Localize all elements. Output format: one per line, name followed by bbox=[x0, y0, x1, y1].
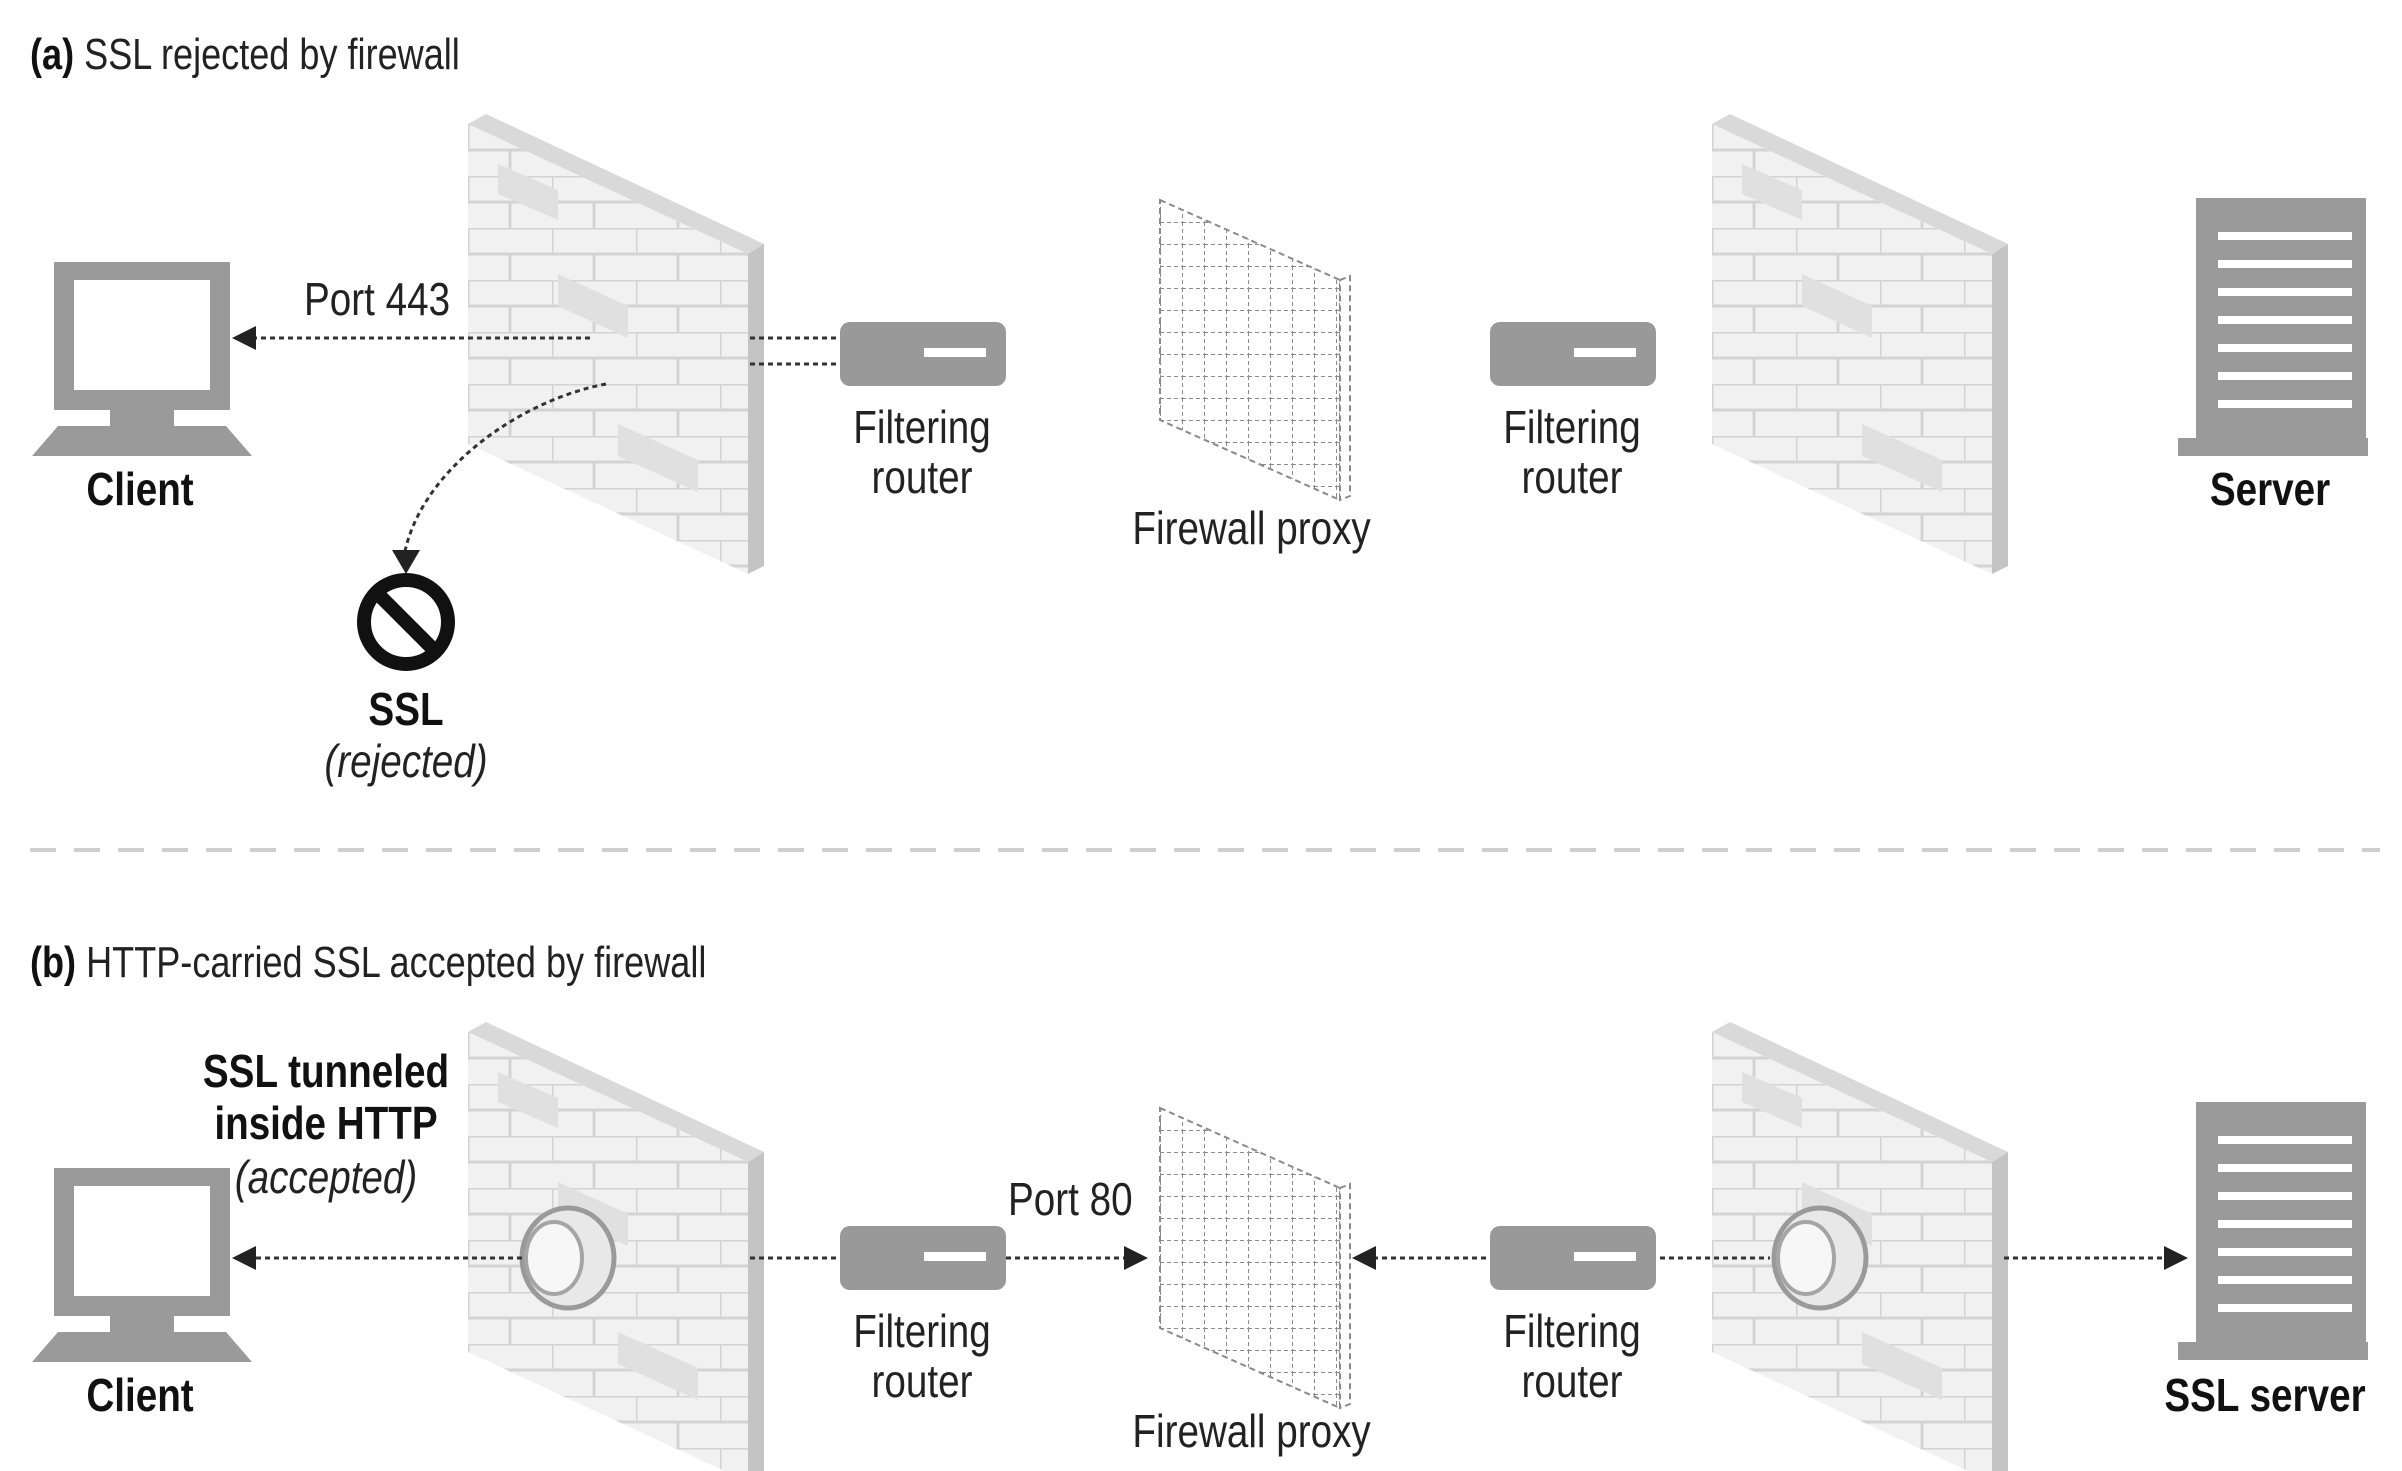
firewall-proxy-icon bbox=[1159, 199, 1351, 501]
tunnel-pipe-icon bbox=[1774, 1208, 1866, 1308]
reject-curve-line bbox=[402, 382, 607, 557]
arrowhead bbox=[1124, 1246, 1148, 1270]
client-label: Client bbox=[86, 1369, 194, 1421]
server-icon bbox=[2178, 198, 2368, 456]
ssl-server-icon bbox=[2178, 1102, 2368, 1360]
panel-a-tag: (a) bbox=[30, 30, 75, 79]
server-label: Server bbox=[2209, 463, 2331, 515]
arrowhead bbox=[232, 326, 256, 350]
client-computer-icon bbox=[32, 262, 252, 456]
filtering-router-label-right: Filtering router bbox=[1503, 401, 1641, 503]
panel-b-tag: (b) bbox=[30, 938, 77, 987]
firewall-proxy-label: Firewall proxy bbox=[1132, 502, 1371, 554]
panel-b-title: (b) HTTP-carried SSL accepted by firewal… bbox=[30, 938, 706, 988]
filtering-router-icon bbox=[1490, 322, 1656, 386]
arrowhead bbox=[1352, 1246, 1376, 1270]
arrowhead bbox=[392, 550, 420, 574]
prohibited-icon bbox=[357, 573, 455, 671]
brick-firewall-icon bbox=[1712, 114, 2008, 574]
port-443-label: Port 443 bbox=[304, 273, 451, 325]
tunnel-label-line2: inside HTTP bbox=[214, 1097, 438, 1149]
arrowhead bbox=[232, 1246, 256, 1270]
firewall-proxy-label: Firewall proxy bbox=[1132, 1405, 1371, 1457]
panel-b bbox=[32, 1022, 2368, 1471]
ssl-rejected-title: SSL bbox=[368, 683, 444, 735]
tunnel-label-sub: (accepted) bbox=[234, 1151, 418, 1203]
filtering-router-icon bbox=[840, 1226, 1006, 1290]
panel-a-title: (a) SSL rejected by firewall bbox=[30, 30, 460, 80]
arrowhead bbox=[2164, 1246, 2188, 1270]
client-label: Client bbox=[86, 463, 194, 515]
ssl-rejected-sub: (rejected) bbox=[324, 735, 488, 787]
panel-b-title-text: HTTP-carried SSL accepted by firewall bbox=[86, 938, 707, 987]
tunnel-label-line1: SSL tunneled bbox=[202, 1045, 450, 1097]
filtering-router-label-right: Filtering router bbox=[1503, 1305, 1641, 1407]
brick-firewall-icon bbox=[468, 114, 764, 574]
filtering-router-icon bbox=[840, 322, 1006, 386]
filtering-router-icon bbox=[1490, 1226, 1656, 1290]
firewall-proxy-icon bbox=[1159, 1107, 1351, 1409]
brick-firewall-icon bbox=[468, 1022, 764, 1471]
ssl-server-label: SSL server bbox=[2164, 1369, 2366, 1421]
panel-a bbox=[32, 114, 2368, 671]
filtering-router-label-left: Filtering router bbox=[853, 1305, 991, 1407]
filtering-router-label-left: Filtering router bbox=[853, 401, 991, 503]
port-80-label: Port 80 bbox=[1008, 1173, 1133, 1225]
panel-a-title-text: SSL rejected by firewall bbox=[84, 30, 460, 79]
tunnel-pipe-icon bbox=[522, 1208, 614, 1308]
